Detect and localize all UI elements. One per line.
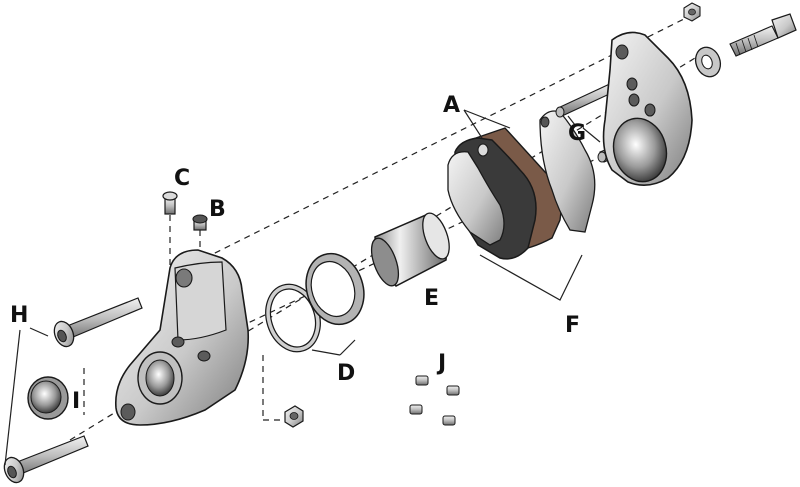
small-parts-j bbox=[409, 375, 460, 426]
nut-bottom bbox=[284, 405, 304, 428]
label-j: J bbox=[436, 351, 446, 376]
label-h: H bbox=[10, 303, 28, 328]
label-a: A bbox=[443, 93, 460, 118]
bolt-bottom-h bbox=[3, 435, 89, 484]
label-b: B bbox=[209, 197, 226, 222]
label-f: F bbox=[565, 313, 580, 338]
caliper-outer-half bbox=[602, 31, 693, 186]
label-d: D bbox=[337, 361, 355, 386]
shim-front-f bbox=[447, 151, 505, 246]
caliper-inner-half bbox=[114, 249, 250, 426]
leader-lines bbox=[4, 109, 601, 466]
bleeder-screw-c bbox=[162, 191, 178, 215]
label-g: G bbox=[568, 121, 586, 146]
bolt-top-h bbox=[53, 297, 143, 348]
seal-inner-d bbox=[305, 252, 365, 326]
washer bbox=[694, 46, 722, 78]
fitting-b bbox=[192, 214, 208, 231]
label-e: E bbox=[424, 286, 439, 311]
piston-e bbox=[370, 212, 450, 287]
label-i: I bbox=[72, 389, 80, 414]
plug-i bbox=[27, 376, 69, 420]
bolt-top-right bbox=[729, 13, 797, 57]
label-c: C bbox=[174, 166, 190, 191]
nut-top bbox=[683, 2, 701, 22]
